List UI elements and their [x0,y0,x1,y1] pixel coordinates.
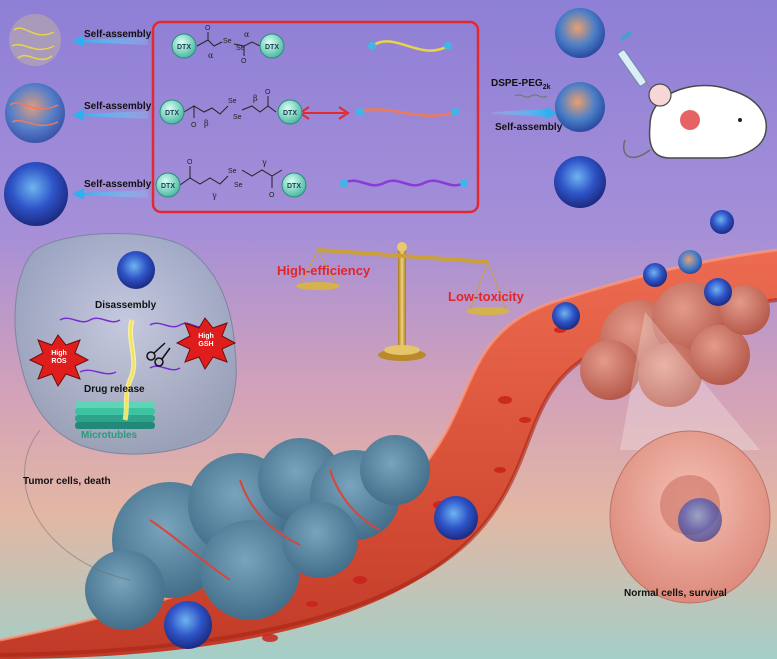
alpha-label: α [244,30,250,39]
high-efficiency-label: High-efficiency [277,263,371,278]
ros-line1: High [51,350,67,357]
chain-alpha [368,40,452,52]
normal-cells-caption: Normal cells, survival [624,588,727,599]
molecule-box [151,20,480,214]
disassembly-label: Disassembly [95,300,157,311]
syringe-icon [617,30,656,96]
o-label: O [191,122,197,129]
mouse-icon [623,83,767,159]
dtx-label: DTX [161,183,175,190]
ros-burst-text: High ROS [50,350,68,366]
dtx-label: DTX [283,110,297,117]
se-label: Se [234,182,243,189]
se-label: Se [228,168,237,175]
gsh-line2: GSH [198,341,214,348]
assembly-beta-nanoparticle [5,83,65,143]
dspe-peg-text: DSPE-PEG [491,78,543,89]
peg-nanoparticles [554,8,606,208]
gamma-label: γ [262,158,267,167]
dtx-label: DTX [265,44,279,51]
o-label: O [187,159,193,166]
self-assembly-arrows-left [72,35,148,200]
drug-release-glow [122,319,137,421]
ros-line2: ROS [51,358,67,365]
self-assembly-label: Self-assembly [84,29,152,40]
alpha-label: α [208,51,214,60]
microtubules-bundle [75,401,155,429]
se-label: Se [233,114,242,121]
se-label: Se [223,38,232,45]
se-label: Se [236,45,245,52]
assembly-gamma-nanoparticle [4,162,68,226]
tumor-mass-blue [85,435,430,630]
tumor-cells-caption: Tumor cells, death [23,476,111,487]
circulating-nanoparticles [117,210,734,649]
gamma-label: γ [212,191,217,200]
molecule-gamma-skeleton [179,166,283,188]
beta-label: β [253,94,258,103]
dtx-balls [155,33,307,198]
balance-scale-icon [296,242,510,361]
scissors-icon [146,342,171,367]
red-blood-cells [262,327,566,642]
assembly-alpha-nanoparticle [9,14,61,66]
o-label: O [205,25,211,32]
microtubules-label: Microtubles [81,430,138,441]
se-label: Se [228,98,237,105]
gsh-line1: High [198,333,214,340]
dspe-peg-label: DSPE-PEG2k [491,78,550,91]
gsh-burst-text: High GSH [197,333,215,349]
chain-beta [356,108,459,117]
tumor-cell-zoom [14,233,237,581]
molecule-alpha-skeleton [196,32,261,56]
low-toxicity-label: Low-toxicity [448,289,524,304]
chains-in-cell [59,317,206,375]
o-label: O [265,89,271,96]
self-assembly-label: Self-assembly [84,179,152,190]
self-assembly-label: Self-assembly [84,101,152,112]
ros-burst-icon [28,334,90,387]
gsh-burst-icon [175,317,237,370]
dtx-label: DTX [177,44,191,51]
chain-gamma [340,179,468,187]
self-assembly-arrow-right [492,94,558,119]
equivalence-arrow-icon [298,106,350,120]
dtx-label: DTX [287,183,301,190]
o-label: O [269,192,275,199]
dspe-peg-subscript: 2k [542,84,551,91]
molecule-beta-skeleton [183,96,277,118]
o-label: O [241,58,247,65]
dtx-label: DTX [165,110,179,117]
self-assembly-label: Self-assembly [495,122,563,133]
beta-label: β [204,119,209,128]
drug-release-label: Drug release [84,384,145,395]
